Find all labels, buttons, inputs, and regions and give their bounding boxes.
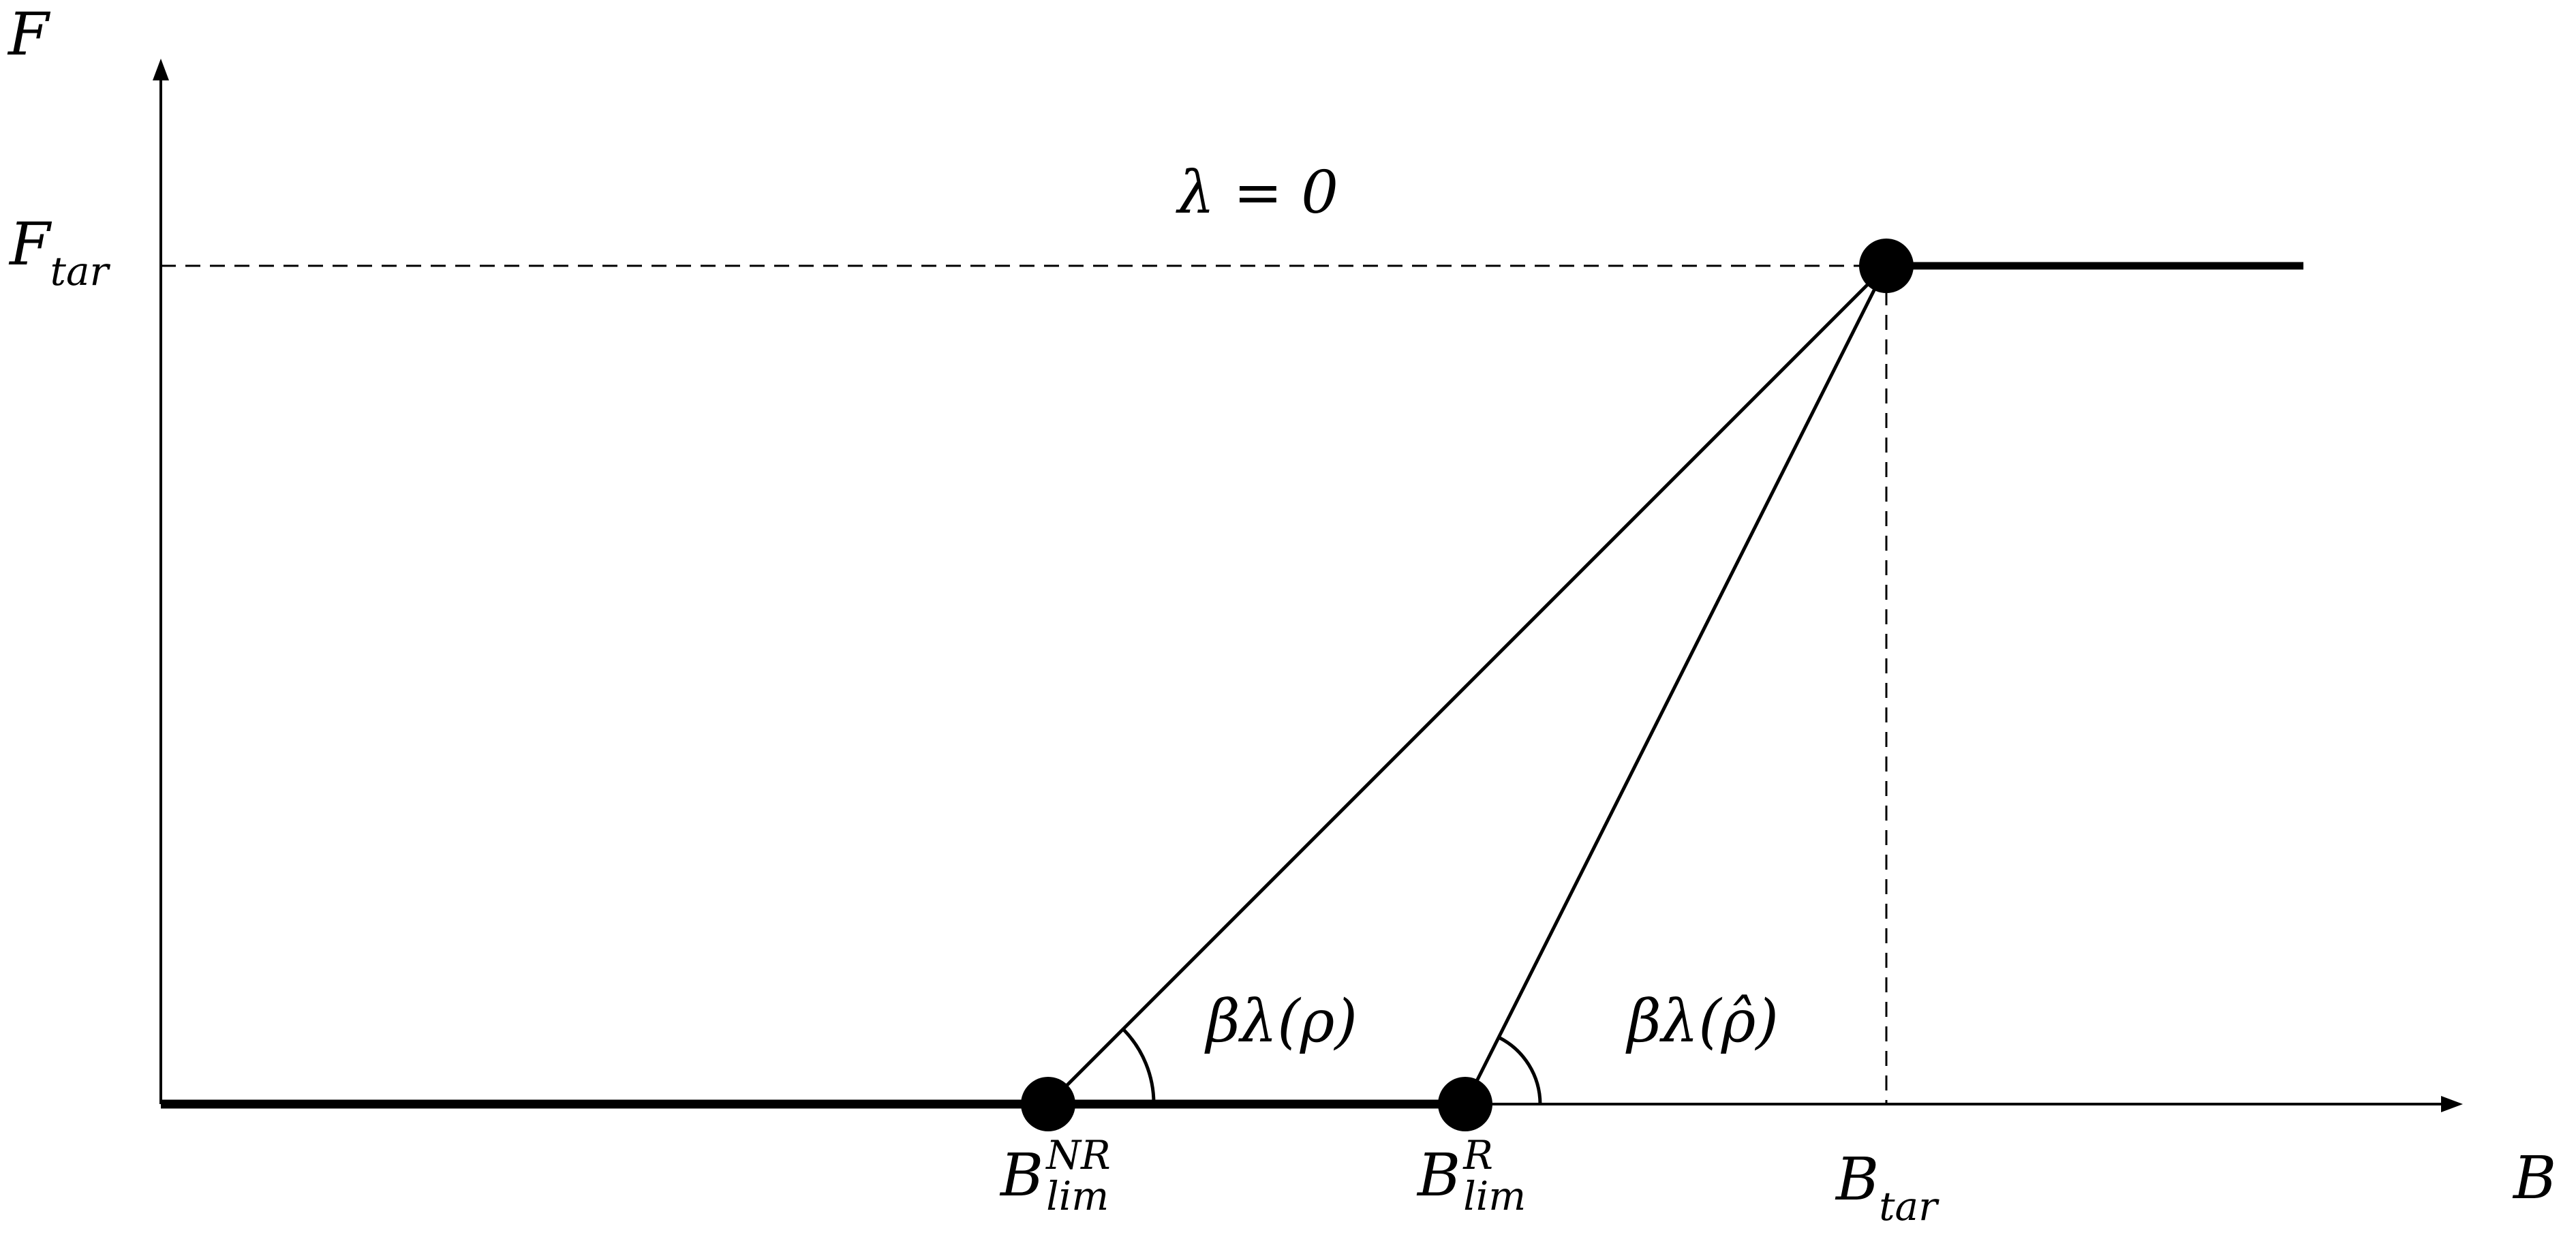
blim-r-main: B [1417,1142,1461,1210]
angle-arc-rho [1122,1028,1156,1105]
b-tar-main: B [1836,1146,1880,1214]
blim-nr-superscript: NR [1046,1132,1111,1178]
f-tar-label: Ftar [10,215,108,291]
control-line-nr [1047,264,1888,1105]
b-tar-label: Btar [1836,1150,1937,1226]
blim-nr-main: B [1000,1142,1044,1210]
angle-arc-rho-hat [1497,1035,1542,1105]
lambda-zero-label: λ = 0 [1178,164,1338,222]
angle-rho-text: βλ(ρ) [1206,988,1358,1056]
blim-r-subscript: lim [1463,1173,1527,1219]
b-axis-text: B [2513,1144,2557,1212]
blim-nr-subscript: lim [1046,1173,1109,1219]
f-axis-text: F [8,1,49,69]
f-axis-arrowhead [153,59,169,80]
control-line-r [1463,264,1888,1105]
point-btar-ftar [1859,239,1914,293]
angle-rho-hat-label: βλ(ρ̂) [1627,992,1779,1051]
b-axis-label: B [2513,1149,2556,1208]
b-tar-subscript: tar [1879,1183,1937,1230]
angle-rho-label: βλ(ρ) [1206,992,1358,1051]
f-tar-subscript: tar [50,248,109,294]
f-axis-label: F [8,5,49,64]
b-axis-arrowhead [2441,1096,2463,1112]
blim-r-superscript: R [1463,1132,1493,1178]
point-blim-nr [1021,1077,1075,1131]
angle-rho-hat-text: βλ(ρ̂) [1627,988,1779,1056]
point-blim-r [1438,1077,1492,1131]
f-tar-main: F [10,211,50,279]
lambda-zero-text: λ = 0 [1178,159,1338,227]
